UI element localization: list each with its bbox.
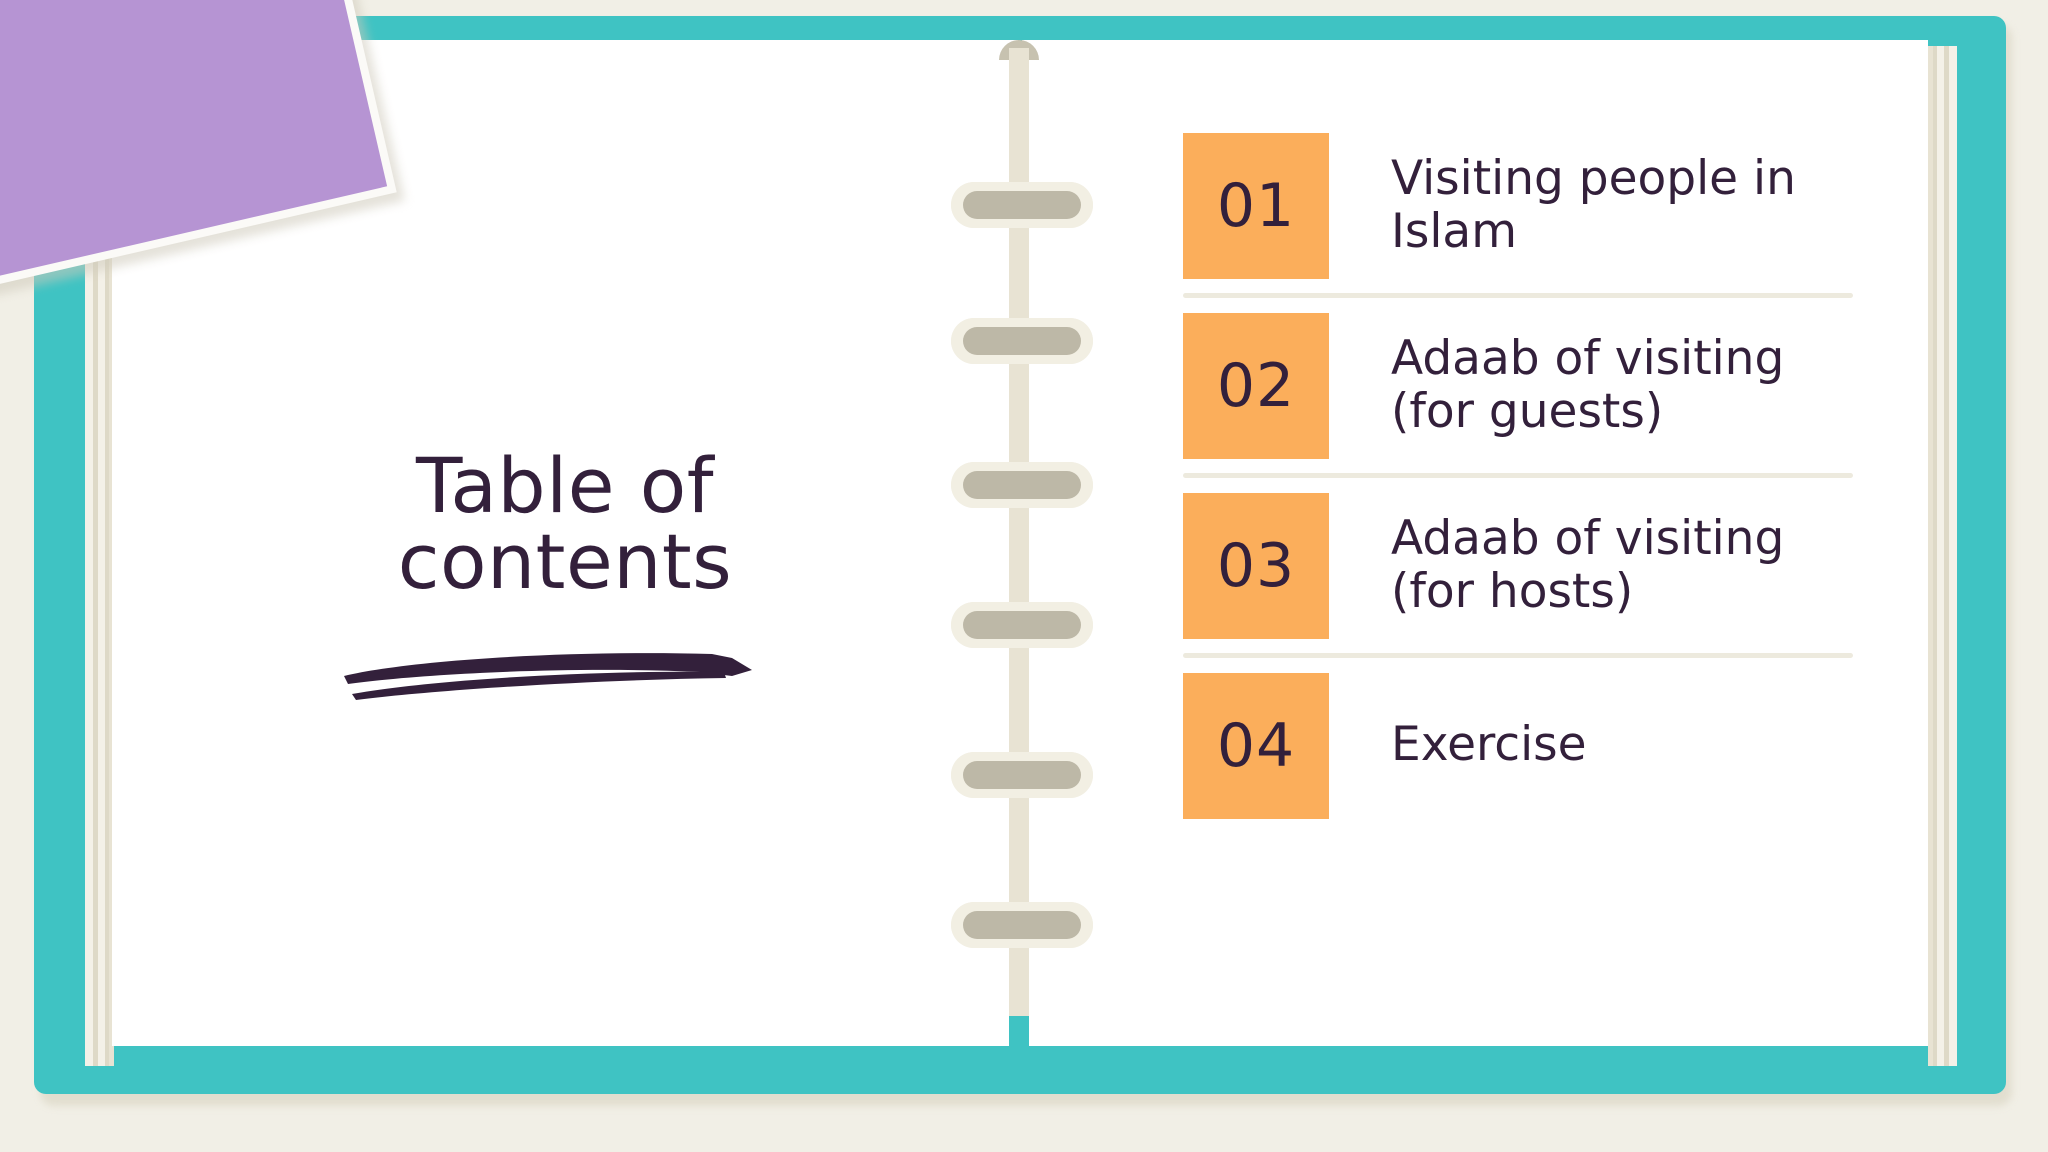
page-edge-stack-right (1928, 46, 1957, 1066)
binder-ring-icon (951, 752, 1093, 798)
toc-item-label: Adaab of visiting (for hosts) (1391, 510, 1785, 619)
page-title-line-2: contents (397, 517, 733, 606)
toc-divider (1183, 473, 1853, 478)
toc-divider (1183, 653, 1853, 658)
toc-number-badge: 03 (1183, 492, 1329, 639)
toc-item-label: Exercise (1391, 717, 1587, 773)
binder-ring-icon (951, 902, 1093, 948)
notebook-spine (1009, 48, 1029, 1052)
binder-ring-icon (951, 462, 1093, 508)
toc-number-badge: 02 (1183, 312, 1329, 459)
toc-number-badge: 01 (1183, 132, 1329, 279)
binder-ring-icon (951, 318, 1093, 364)
table-of-contents-list: 01 Visiting people in Islam 02 Adaab of … (1183, 118, 1853, 833)
toc-item-01[interactable]: 01 Visiting people in Islam (1183, 118, 1853, 293)
title-underline-swoosh (344, 653, 752, 700)
toc-divider (1183, 293, 1853, 298)
notebook-page-right (1022, 40, 1928, 1046)
toc-item-04[interactable]: 04 Exercise (1183, 658, 1853, 833)
toc-number-badge: 04 (1183, 672, 1329, 819)
binder-ring-icon (951, 602, 1093, 648)
spine-bottom-teal (1009, 1016, 1029, 1052)
page-edge-stack-left (85, 46, 114, 1066)
toc-item-label: Adaab of visiting (for guests) (1391, 330, 1785, 439)
page-title: Table of contents (270, 448, 860, 600)
toc-item-03[interactable]: 03 Adaab of visiting (for hosts) (1183, 478, 1853, 653)
binder-ring-icon (951, 182, 1093, 228)
page-title-line-1: Table of (416, 441, 714, 530)
toc-item-label: Visiting people in Islam (1391, 150, 1796, 259)
toc-item-02[interactable]: 02 Adaab of visiting (for guests) (1183, 298, 1853, 473)
